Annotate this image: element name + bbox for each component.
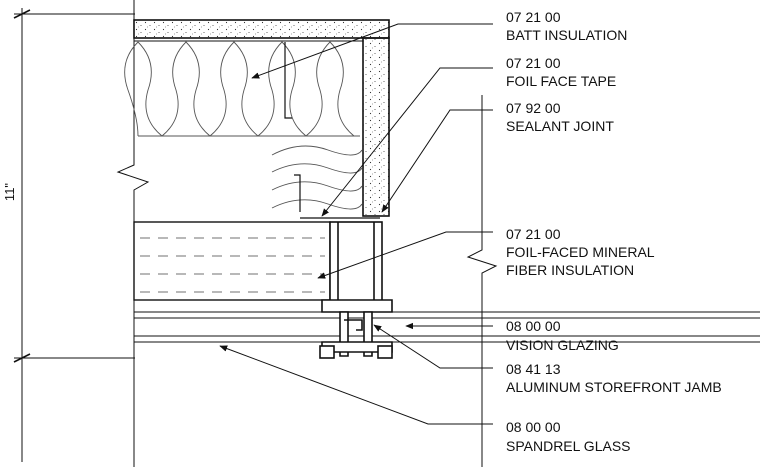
- foil-tape: [284, 42, 380, 219]
- callout-name: FOIL FACE TAPE: [506, 73, 616, 89]
- callout-name: VISION GLAZING: [506, 337, 619, 353]
- callout-code: 07 21 00: [506, 55, 561, 71]
- callout-name-line2: FIBER INSULATION: [506, 262, 634, 278]
- callout-code: 08 41 13: [506, 361, 561, 377]
- callout-name: FOIL-FACED MINERAL: [506, 244, 655, 260]
- leader-lines: [219, 23, 493, 425]
- storefront-jamb: [319, 221, 393, 359]
- wall-break-lines: [116, 0, 498, 467]
- callout-code: 07 92 00: [506, 100, 561, 116]
- callout-name: SPANDREL GLASS: [506, 438, 631, 454]
- dimension-line: [13, 8, 135, 462]
- callout-code: 07 21 00: [506, 9, 561, 25]
- concrete-slab: [133, 19, 390, 217]
- callout-labels: 07 21 00 BATT INSULATION 07 21 00 FOIL F…: [506, 9, 722, 454]
- glazing-lines: [134, 311, 760, 343]
- callout-code: 08 00 00: [506, 419, 561, 435]
- callout-code: 07 21 00: [506, 226, 561, 242]
- dimension-text: 11": [2, 183, 17, 201]
- callout-name: BATT INSULATION: [506, 27, 627, 43]
- callout-code: 08 00 00: [506, 318, 561, 334]
- mineral-fiber-insulation: [133, 221, 331, 301]
- callout-name: SEALANT JOINT: [506, 118, 614, 134]
- callout-name: ALUMINUM STOREFRONT JAMB: [506, 379, 722, 395]
- batt-insulation: [124, 41, 363, 210]
